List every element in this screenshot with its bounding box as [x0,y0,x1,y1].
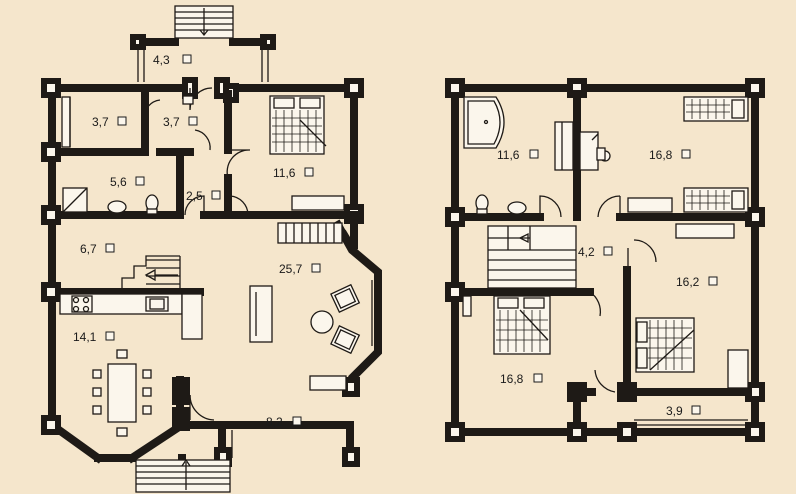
area-label: 3,7 [92,115,109,129]
bed-east [635,223,749,389]
area-marker [292,416,302,426]
ground-stairs [121,255,181,290]
top-entrance-steps [174,5,234,39]
area-label: 16,8 [649,148,673,162]
bedroom-dresser [291,195,345,211]
living-stairs [277,222,343,244]
area-label: 11,6 [273,166,296,180]
upper-exterior-walls [451,84,759,436]
area-labels: 4,3 3,7 3,7 5,6 2,5 11,6 6,7 25,7 14,1 8… [73,53,718,429]
bottom-entrance-steps [135,430,233,493]
bed-southwest [462,295,551,355]
kitchen-counter [59,293,203,340]
area-marker [691,405,701,415]
area-marker [105,331,115,341]
bathroom-fixtures [62,187,159,215]
area-label: 16,8 [500,372,524,386]
living-furniture [249,283,361,391]
ground-doors [143,87,251,421]
area-marker [533,373,543,383]
area-marker [311,263,321,273]
top-porch [130,34,276,82]
area-label: 6,7 [80,242,97,256]
upper-bath-fixtures [463,96,574,215]
area-marker [681,149,691,159]
area-marker [188,116,198,126]
ground-floor-plan [41,5,382,493]
area-marker [105,243,115,253]
bed [269,95,327,155]
upper-floor-plan [445,78,765,442]
area-label: 2,5 [186,189,203,203]
upper-doors [539,195,657,393]
area-label: 8,2 [266,415,283,429]
dining-table [92,349,152,437]
upper-stairs [487,225,577,289]
area-label: 4,2 [578,245,595,259]
area-label: 3,7 [163,115,180,129]
sauna-fixtures [61,95,194,148]
upper-interior-walls [459,90,752,429]
area-marker [529,149,539,159]
area-marker [117,116,127,126]
area-label: 4,3 [153,53,170,67]
desk [579,131,673,213]
area-label: 11,6 [497,148,520,162]
area-label: 3,9 [666,404,683,418]
beds-top-right [683,96,749,213]
area-marker [603,246,613,256]
area-marker [211,190,221,200]
area-label: 14,1 [73,330,97,344]
area-marker [135,176,145,186]
ground-interior-walls [56,90,358,429]
area-label: 5,6 [110,175,127,189]
area-marker [708,276,718,286]
area-label: 16,2 [676,275,700,289]
balcony [627,419,748,426]
area-marker [304,167,314,177]
area-marker [182,54,192,64]
area-label: 25,7 [279,262,303,276]
